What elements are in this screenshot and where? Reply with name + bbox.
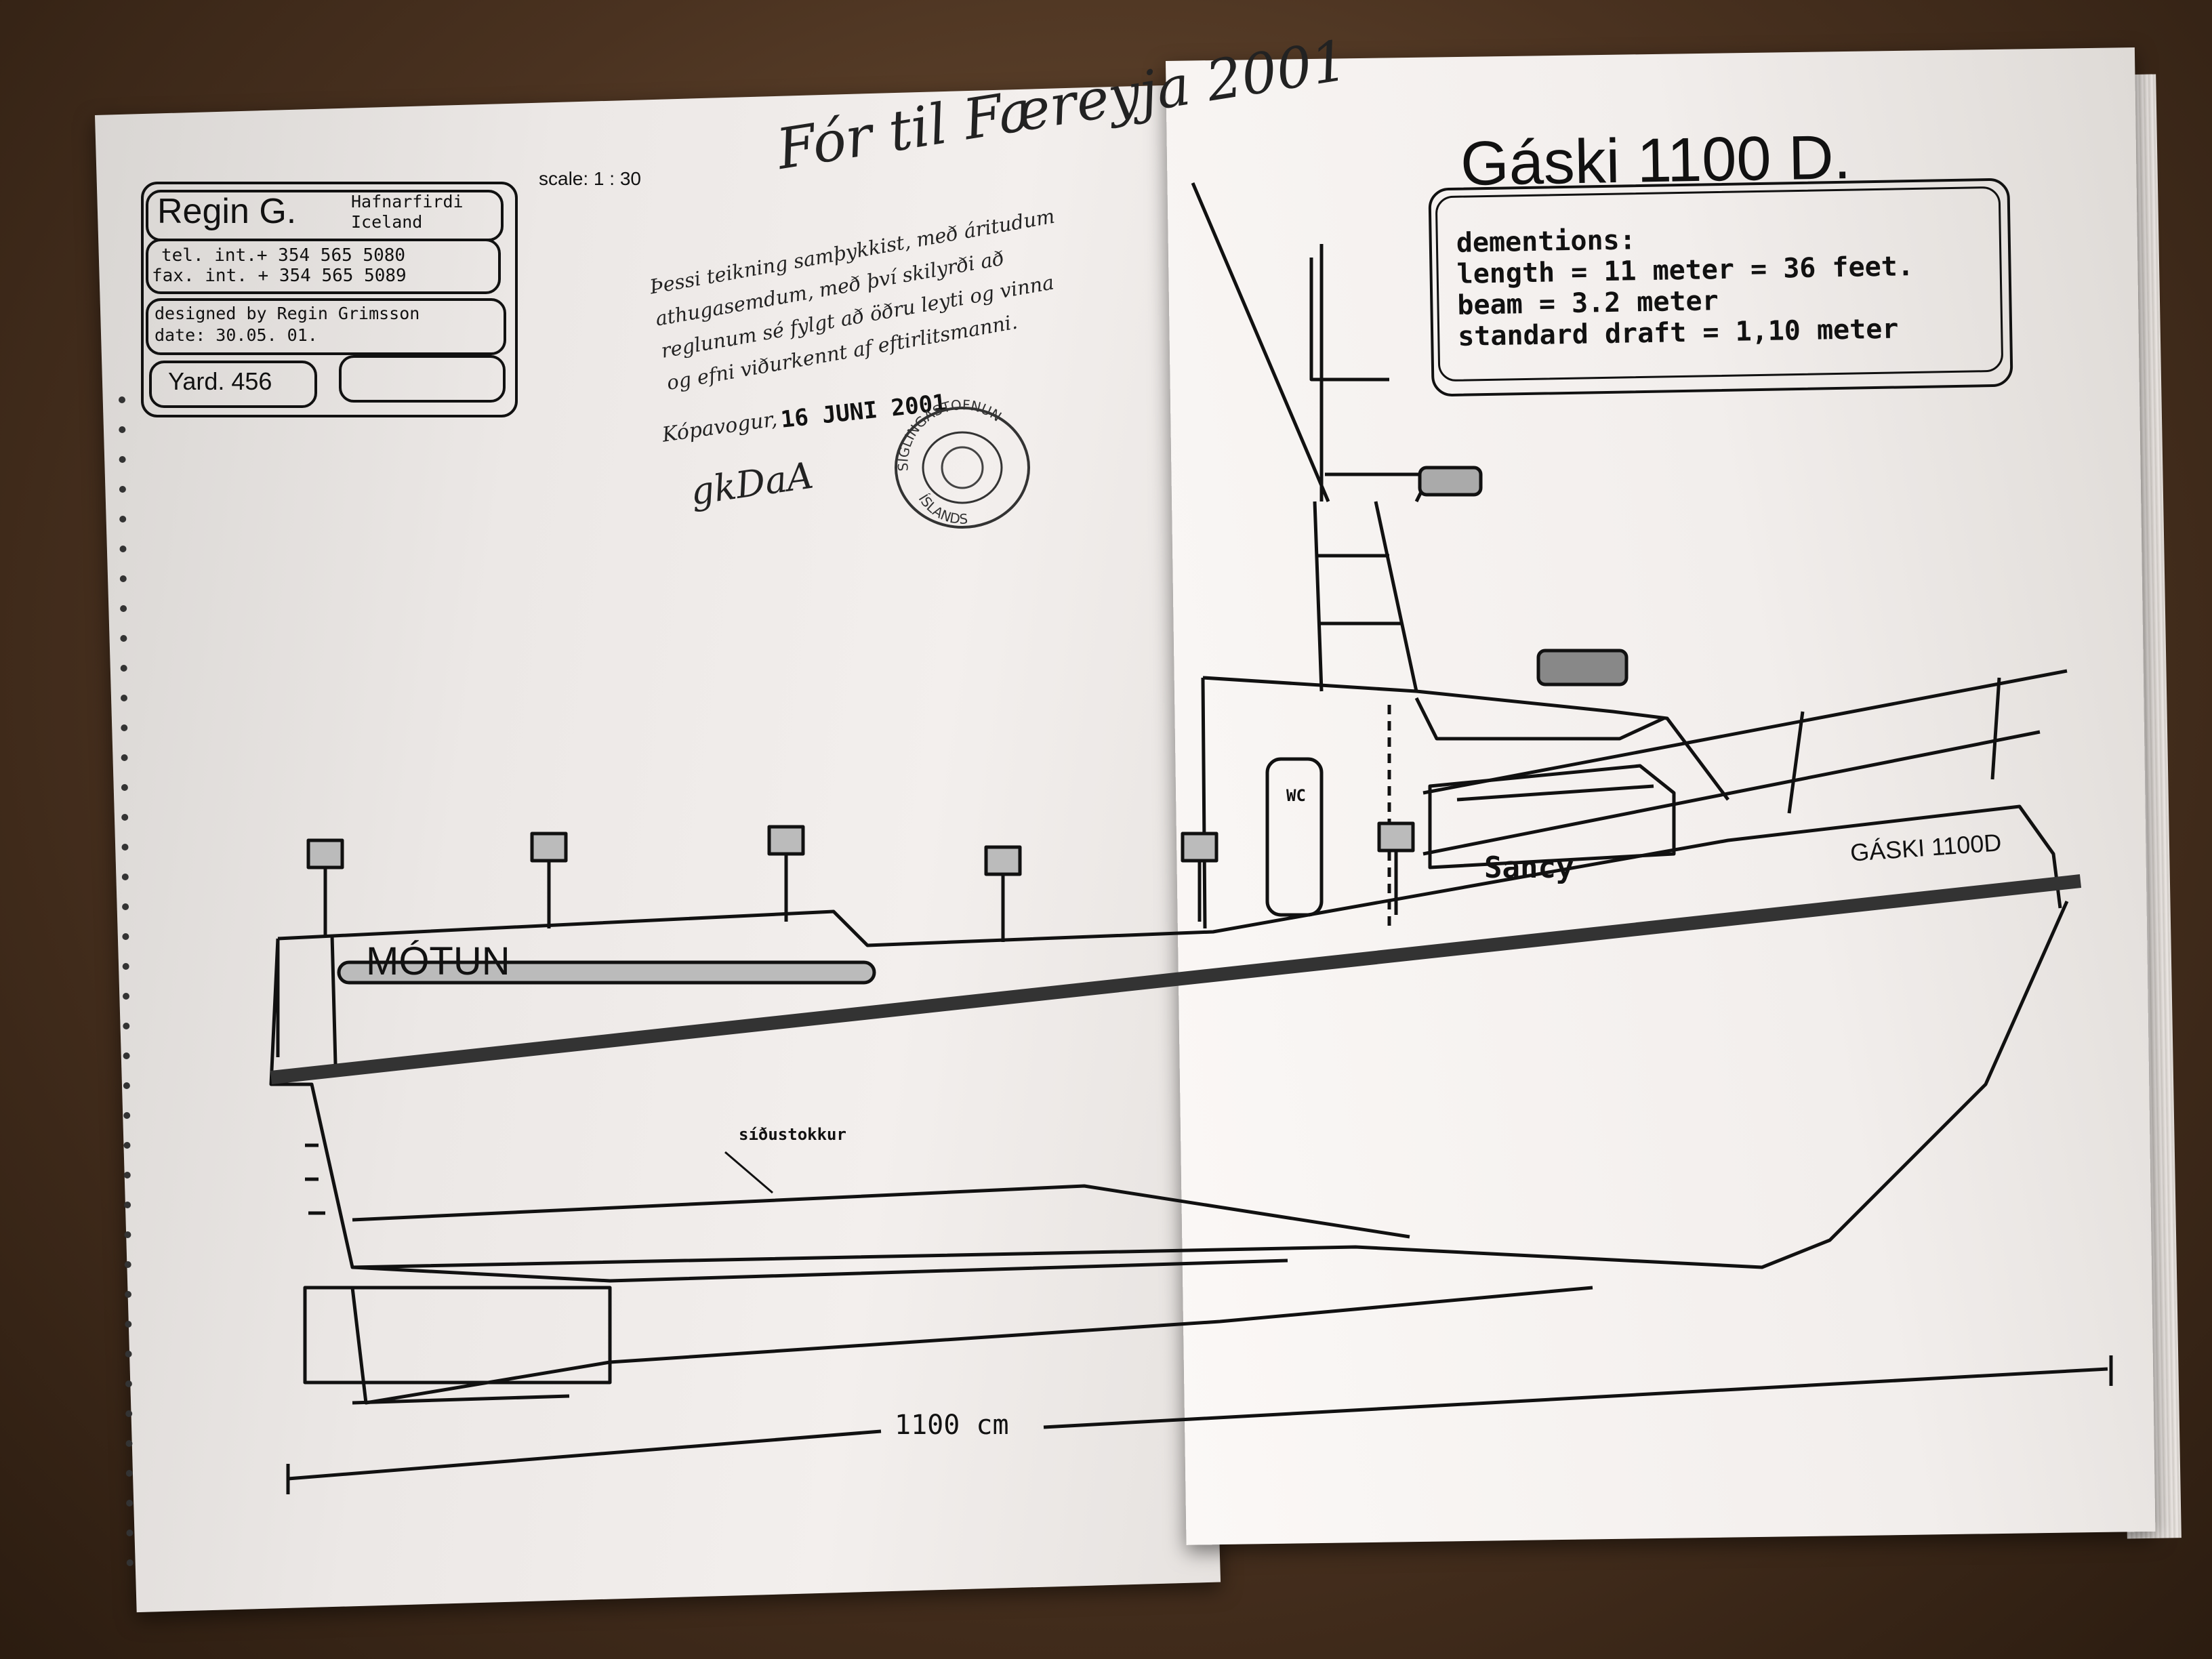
binding-hole: [120, 635, 127, 642]
binding-hole: [122, 933, 129, 940]
designer-box: [146, 298, 506, 355]
designer: designed by Regin Grimsson: [155, 304, 420, 323]
binding-hole: [125, 1440, 133, 1447]
contact-box: [146, 239, 501, 294]
binding-hole: [121, 844, 129, 851]
scale-label: scale: 1 : 30: [539, 168, 641, 189]
telephone: tel. int.+ 354 565 5080: [161, 245, 406, 266]
binding-hole: [121, 695, 127, 701]
binding-holes: [119, 396, 134, 1566]
binding-hole: [119, 456, 126, 463]
title-block: [141, 182, 518, 417]
wc-label: WC: [1286, 786, 1306, 805]
binding-hole: [125, 1351, 132, 1357]
binding-hole: [121, 754, 128, 761]
binding-hole: [126, 1530, 134, 1536]
binding-hole: [124, 1231, 131, 1238]
binding-hole: [124, 1261, 131, 1268]
company-name: Regin G.: [157, 192, 297, 231]
binding-hole: [119, 486, 126, 493]
binding-hole: [120, 665, 127, 672]
binding-hole: [119, 575, 127, 582]
binding-hole: [125, 1291, 131, 1298]
binding-hole: [119, 516, 127, 523]
yard-box: [149, 361, 317, 408]
binding-hole: [125, 1470, 133, 1477]
binding-hole: [123, 1023, 130, 1029]
binding-hole: [124, 1202, 131, 1208]
binding-hole: [123, 1052, 130, 1059]
binding-hole: [121, 784, 128, 791]
binding-hole: [119, 426, 126, 433]
binding-hole: [123, 1082, 130, 1089]
company-town: Hafnarfirdi: [351, 192, 464, 211]
binding-hole: [121, 874, 129, 880]
length-label: 1100 cm: [895, 1410, 1009, 1441]
binding-hole: [125, 1380, 132, 1387]
binding-hole: [122, 903, 129, 910]
design-date: date: 30.05. 01.: [155, 325, 318, 345]
empty-box: [339, 355, 506, 403]
hull-fenders: [306, 821, 1415, 942]
fax: fax. int. + 354 565 5089: [152, 266, 407, 286]
hull-brand: MÓTUN: [366, 939, 510, 983]
binding-hole: [122, 963, 129, 970]
binding-hole: [121, 814, 129, 821]
binding-hole: [119, 396, 125, 403]
approval-stamp: SIGLINGASTOFNUN ÍSLANDS: [895, 396, 1030, 529]
binding-hole: [126, 1500, 134, 1507]
binding-hole: [123, 1142, 131, 1149]
binding-hole: [126, 1559, 134, 1566]
binding-hole: [121, 724, 128, 731]
binding-hole: [119, 546, 127, 552]
yard-number: Yard. 456: [168, 367, 272, 395]
company-country: Iceland: [351, 212, 423, 232]
binding-hole: [123, 1112, 131, 1119]
binding-hole: [123, 1172, 131, 1179]
binding-hole: [120, 605, 127, 612]
binding-hole: [125, 1410, 133, 1417]
binding-hole: [123, 993, 129, 1000]
boat-name: Sancy: [1484, 851, 1574, 885]
binding-hole: [125, 1321, 132, 1328]
side-label: síðustokkur: [739, 1125, 846, 1144]
